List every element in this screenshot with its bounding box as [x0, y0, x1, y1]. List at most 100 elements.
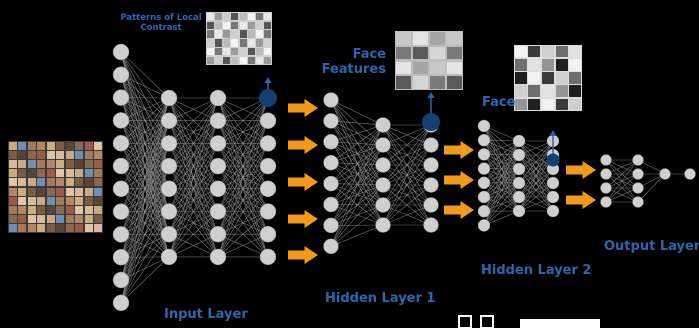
- mosaic-tile: [27, 187, 36, 196]
- mosaic-tile: [56, 215, 65, 224]
- layer-1-node: [323, 196, 339, 213]
- mosaic-tile: [396, 76, 411, 89]
- mosaic-tile: [56, 160, 65, 168]
- mosaic-tile: [256, 56, 264, 65]
- mosaic-tile: [8, 224, 17, 233]
- mosaic-tile: [27, 196, 36, 205]
- edge: [168, 143, 219, 258]
- mosaic-tile: [8, 178, 17, 187]
- layer-2-node: [477, 162, 491, 175]
- mosaic-tile: [430, 76, 445, 89]
- flow-arrow: [444, 171, 474, 189]
- edge: [330, 162, 384, 226]
- mosaic-tile: [27, 150, 36, 159]
- layer-1-node: [423, 177, 439, 193]
- edge: [483, 154, 520, 226]
- edge: [330, 99, 384, 126]
- edge: [605, 159, 639, 175]
- mosaic-tile: [396, 61, 411, 75]
- mosaic-tile: [37, 187, 46, 196]
- layer-2-node: [512, 190, 526, 204]
- face-features-image: [395, 31, 463, 90]
- layer-0-node: [259, 225, 277, 243]
- feature-link-arrowhead: [427, 92, 435, 98]
- mosaic-tile: [528, 85, 541, 97]
- layer-3-node: [600, 196, 612, 208]
- layer-0-node: [112, 203, 130, 220]
- mosaic-tile: [46, 187, 55, 196]
- edge: [120, 74, 170, 99]
- layer-2-node: [512, 204, 526, 218]
- mosaic-tile: [84, 169, 93, 178]
- mosaic-tile: [239, 48, 247, 56]
- edge: [330, 120, 384, 206]
- layer-1-node: [375, 197, 391, 213]
- mosaic-tile: [46, 150, 55, 159]
- mosaic-tile: [206, 56, 214, 65]
- edge: [120, 143, 170, 303]
- edge: [120, 97, 170, 303]
- mosaic-tile: [206, 12, 214, 21]
- layer-2-node: [512, 134, 526, 148]
- layer-0-node: [209, 180, 227, 198]
- mosaic-tile: [247, 21, 255, 29]
- layer-2-node: [512, 148, 526, 162]
- mosaic-tile: [8, 150, 17, 159]
- layer-0-node: [209, 135, 227, 152]
- mosaic-tile: [46, 196, 55, 205]
- mosaic-tile: [37, 141, 46, 150]
- edge: [382, 124, 432, 166]
- mosaic-tile: [56, 196, 65, 205]
- mosaic-tile: [46, 206, 55, 214]
- edge: [168, 233, 219, 258]
- mosaic-tile: [27, 206, 36, 214]
- edge: [168, 211, 219, 258]
- mosaic-tile: [514, 72, 527, 84]
- edge: [605, 159, 639, 189]
- edge: [330, 204, 384, 247]
- mosaic-tile: [84, 150, 93, 159]
- layer-0-node: [112, 157, 130, 175]
- flow-arrow: [444, 141, 474, 159]
- mosaic-tile: [75, 224, 84, 233]
- mosaic-tile: [256, 48, 264, 56]
- mosaic-tile: [8, 160, 17, 168]
- mosaic-tile: [231, 30, 239, 38]
- mosaic-tile: [247, 30, 255, 38]
- mosaic-tile: [37, 169, 46, 178]
- mosaic-tile: [8, 169, 17, 178]
- edge: [330, 124, 384, 247]
- edge: [330, 124, 384, 163]
- mosaic-tile: [75, 169, 84, 178]
- edge: [483, 168, 520, 226]
- mosaic-tile: [94, 206, 103, 214]
- layer-0-node: [112, 248, 130, 266]
- layer-1-node: [375, 137, 391, 153]
- mosaic-tile: [223, 56, 231, 65]
- mosaic-tile: [56, 206, 65, 214]
- mosaic-tile: [56, 178, 65, 187]
- layer-0-node: [209, 112, 227, 129]
- mosaic-tile: [247, 39, 255, 47]
- layer-0-node: [209, 248, 227, 266]
- edge: [330, 99, 384, 166]
- layer-1-node: [323, 217, 339, 234]
- edge: [483, 140, 520, 212]
- mosaic-tile: [75, 187, 84, 196]
- layer-0-node: [160, 248, 178, 266]
- layer-2-node: [546, 190, 560, 204]
- mosaic-tile: [84, 224, 93, 233]
- layer-0-node: [112, 180, 130, 198]
- layer-3-node: [600, 168, 612, 180]
- flow-arrow: [288, 173, 318, 191]
- edge: [168, 165, 219, 258]
- flow-arrow: [288, 99, 318, 117]
- layer-2-node: [546, 204, 560, 218]
- layer-3-node: [632, 196, 644, 208]
- mosaic-tile: [514, 98, 527, 111]
- mosaic-tile: [94, 224, 103, 233]
- mosaic-tile: [239, 39, 247, 47]
- edge: [330, 124, 384, 184]
- edge: [217, 165, 269, 258]
- edge: [330, 162, 384, 166]
